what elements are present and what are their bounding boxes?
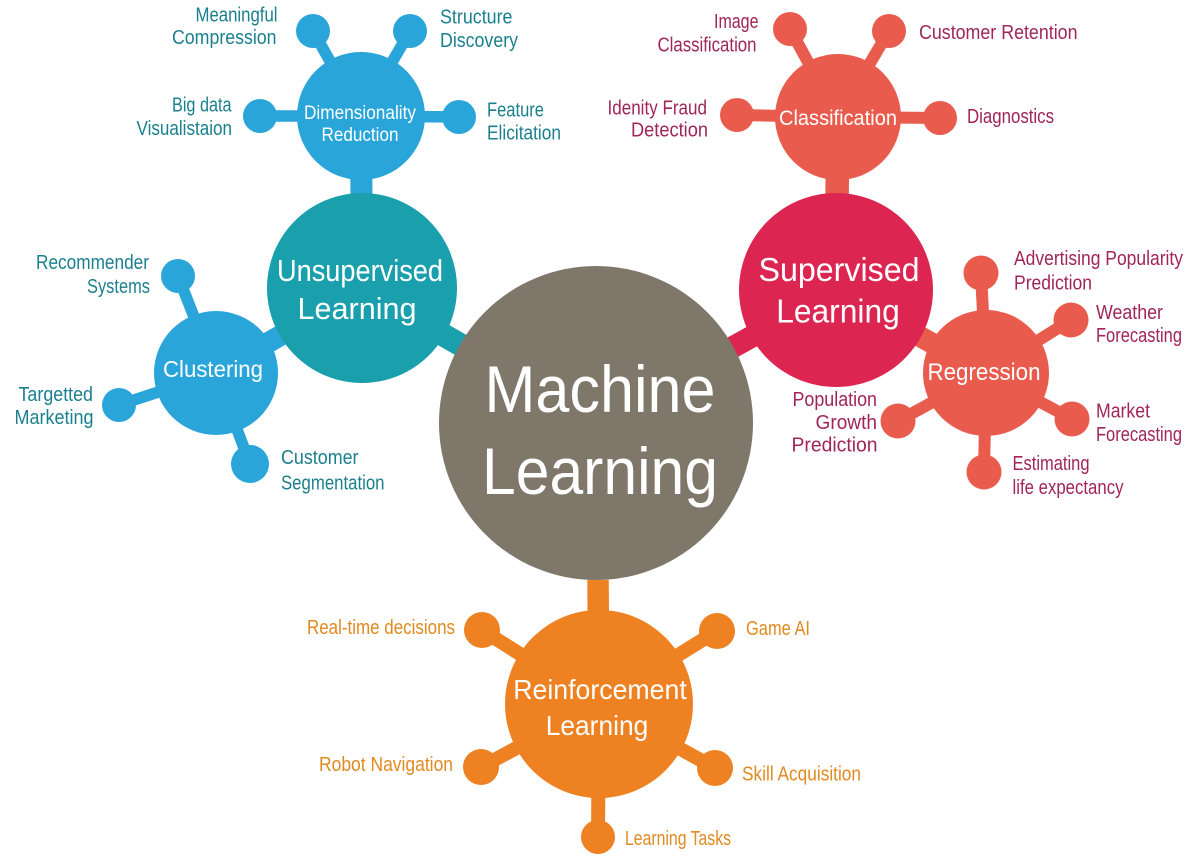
svg-text:Learning: Learning	[776, 293, 900, 330]
svg-text:Weather: Weather	[1096, 302, 1163, 324]
svg-text:Learning: Learning	[482, 434, 718, 508]
svg-text:Feature: Feature	[487, 100, 544, 122]
svg-text:Advertising Popularity: Advertising Popularity	[1014, 248, 1183, 270]
svg-text:Recommender: Recommender	[36, 252, 149, 274]
svg-text:Machine: Machine	[485, 352, 716, 426]
svg-text:Growth: Growth	[816, 412, 878, 434]
svg-text:Detection: Detection	[631, 120, 708, 142]
svg-text:Visualistaion: Visualistaion	[137, 118, 233, 140]
svg-text:Structure: Structure	[440, 7, 513, 29]
svg-text:Big data: Big data	[172, 95, 232, 117]
svg-text:Systems: Systems	[87, 276, 150, 298]
svg-text:Population: Population	[793, 389, 878, 411]
svg-text:Targetted: Targetted	[19, 384, 94, 406]
svg-text:Meaningful: Meaningful	[196, 5, 278, 27]
svg-text:Learning: Learning	[298, 291, 417, 326]
svg-text:Image: Image	[714, 11, 759, 33]
svg-text:Marketing: Marketing	[15, 407, 94, 429]
svg-text:Learning Tasks: Learning Tasks	[625, 828, 731, 850]
svg-text:Prediction: Prediction	[792, 435, 878, 457]
svg-text:Estimating: Estimating	[1013, 453, 1090, 475]
svg-text:Prediction: Prediction	[1014, 273, 1092, 295]
svg-text:Skill Acquisition: Skill Acquisition	[742, 764, 861, 786]
svg-text:Customer Retention: Customer Retention	[919, 22, 1078, 44]
svg-text:Diagnostics: Diagnostics	[967, 106, 1054, 128]
svg-text:Learning: Learning	[546, 710, 649, 741]
svg-text:Customer: Customer	[281, 447, 359, 469]
svg-text:Unsupervised: Unsupervised	[277, 253, 443, 288]
svg-text:Regression: Regression	[928, 359, 1041, 386]
svg-text:Robot Navigation: Robot Navigation	[319, 754, 453, 776]
svg-text:Reduction: Reduction	[322, 124, 399, 146]
svg-text:Supervised: Supervised	[759, 251, 920, 288]
svg-text:Idenity Fraud: Idenity Fraud	[608, 98, 708, 120]
svg-text:Segmentation: Segmentation	[281, 473, 385, 495]
svg-text:Elicitation: Elicitation	[487, 123, 561, 145]
svg-text:Compression: Compression	[172, 27, 277, 49]
svg-text:Classification: Classification	[779, 107, 897, 130]
svg-text:Game AI: Game AI	[746, 618, 810, 640]
svg-text:Dimensionality: Dimensionality	[304, 102, 416, 124]
svg-text:Forecasting: Forecasting	[1096, 325, 1182, 347]
svg-text:Real-time decisions: Real-time decisions	[307, 617, 455, 639]
svg-text:life expectancy: life expectancy	[1013, 477, 1124, 499]
svg-text:Classification: Classification	[658, 35, 757, 57]
svg-text:Clustering: Clustering	[163, 356, 263, 382]
svg-text:Forecasting: Forecasting	[1096, 424, 1182, 446]
svg-text:Discovery: Discovery	[440, 30, 518, 52]
svg-text:Market: Market	[1096, 401, 1150, 423]
svg-text:Reinforcement: Reinforcement	[513, 674, 687, 705]
